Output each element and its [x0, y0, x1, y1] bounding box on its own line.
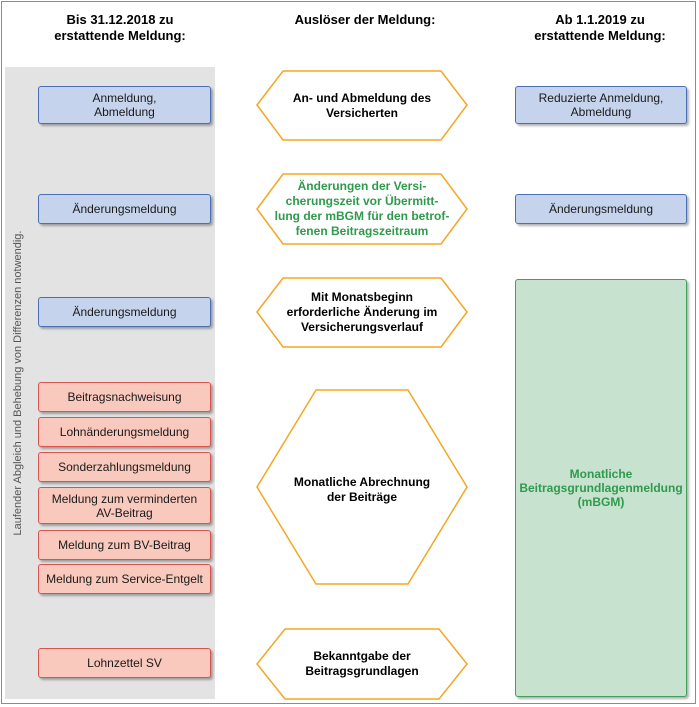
left-box-lohnzettel-sv: Lohnzettel SV	[38, 648, 211, 678]
left-box-bv-beitrag: Meldung zum BV-Beitrag	[38, 530, 211, 560]
trigger-aenderung-versicherungszeit: Änderungen der Versi- cherungszeit vor Ü…	[274, 179, 450, 238]
left-box-sonderzahlungsmeldung: Sonderzahlungsmeldung	[38, 452, 211, 482]
header-left: Bis 31.12.2018 zu erstattende Meldung:	[54, 12, 186, 43]
hexagon-monatliche-abrechnung	[256, 389, 468, 585]
left-box-aenderungsmeldung-1: Änderungsmeldung	[38, 194, 211, 224]
hexagon-monatsbeginn	[256, 277, 468, 348]
trigger-bekanntgabe: Bekanntgabe der Beitragsgrundlagen	[305, 649, 419, 678]
left-box-beitragsnachweisung: Beitragsnachweisung	[38, 382, 211, 412]
trigger-monatliche-abrechnung: Monatliche Abrechnung der Beiträge	[293, 475, 431, 504]
hexagon-aenderung-versicherungszeit	[256, 173, 468, 245]
hexagon-bekanntgabe	[256, 628, 468, 700]
left-box-verminderter-av-beitrag: Meldung zum verminderten AV-Beitrag	[38, 487, 211, 524]
left-box-service-entgelt: Meldung zum Service-Entgelt	[38, 564, 211, 594]
right-box-mbgm: Monatliche Beitragsgrundlagenmeldung (mB…	[515, 279, 687, 697]
right-box-reduzierte-anmeldung: Reduzierte Anmeldung, Abmeldung	[515, 86, 687, 124]
trigger-monatsbeginn: Mit Monatsbeginn erforderliche Änderung …	[286, 290, 438, 334]
header-center: Auslöser der Meldung:	[294, 12, 436, 27]
hexagon-an-abmeldung	[256, 70, 468, 141]
left-box-anmeldung: Anmeldung, Abmeldung	[38, 86, 211, 124]
right-box-aenderungsmeldung: Änderungsmeldung	[515, 194, 687, 224]
trigger-an-abmeldung: An- und Abmeldung des Versicherten	[292, 90, 432, 120]
left-box-lohnaenderungsmeldung: Lohnänderungsmeldung	[38, 417, 211, 447]
header-right: Ab 1.1.2019 zu erstattende Meldung:	[534, 12, 666, 43]
left-box-aenderungsmeldung-2: Änderungsmeldung	[38, 297, 211, 327]
